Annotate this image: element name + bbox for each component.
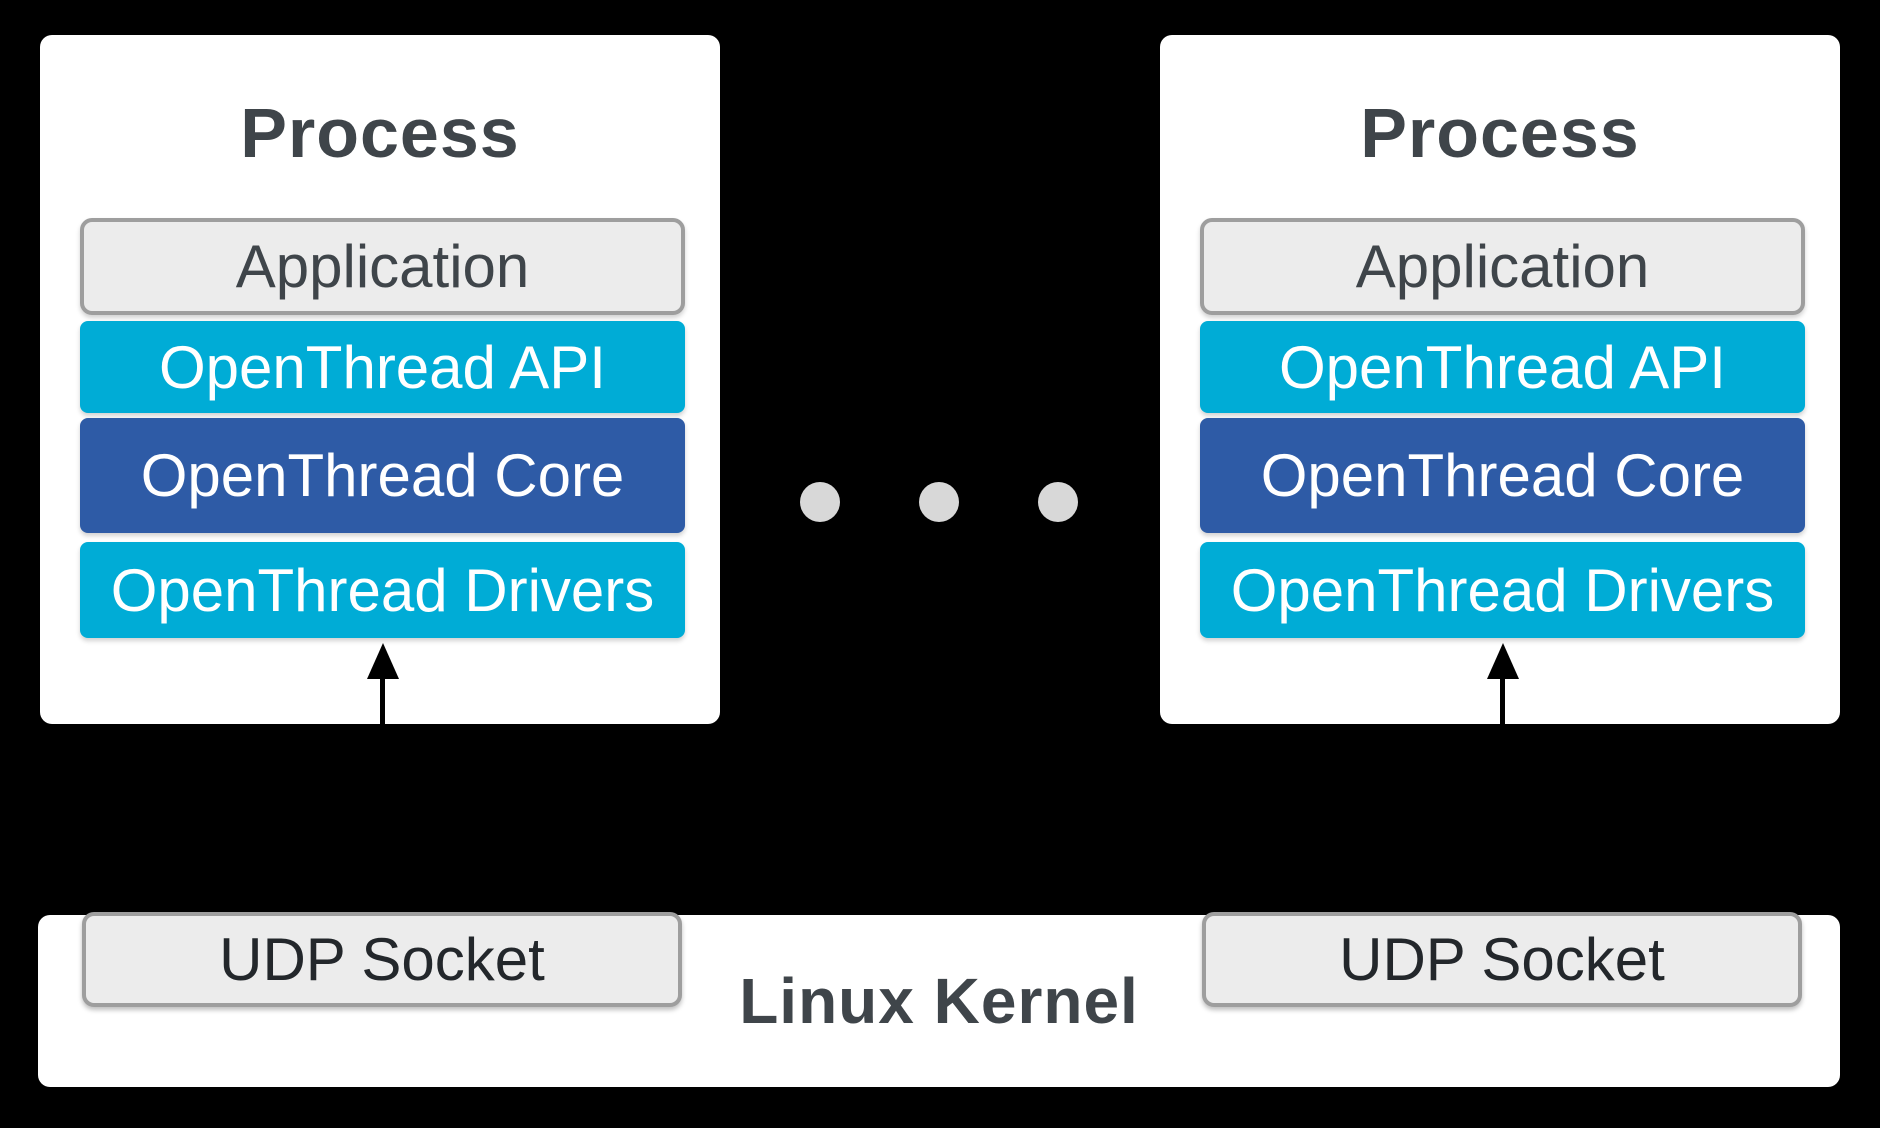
ellipsis-dot (800, 482, 840, 522)
layer-openthread-core: OpenThread Core (80, 418, 685, 533)
process-title: Process (240, 94, 520, 172)
upward-arrow-head (1487, 643, 1519, 679)
process-title: Process (1360, 94, 1640, 172)
process-card-left: Process Application OpenThread API OpenT… (40, 35, 720, 724)
process-card-right: Process Application OpenThread API OpenT… (1160, 35, 1840, 724)
layer-openthread-core: OpenThread Core (1200, 418, 1805, 533)
udp-socket-right: UDP Socket (1202, 912, 1802, 1007)
upward-arrow-line (380, 679, 385, 724)
layer-application: Application (80, 218, 685, 315)
layer-openthread-api: OpenThread API (80, 321, 685, 413)
ellipsis-dot (1038, 482, 1078, 522)
upward-arrow-head (367, 643, 399, 679)
udp-socket-left: UDP Socket (82, 912, 682, 1007)
layer-openthread-drivers: OpenThread Drivers (80, 542, 685, 638)
ellipsis-dot (919, 482, 959, 522)
layer-openthread-api: OpenThread API (1200, 321, 1805, 413)
linux-kernel-label: Linux Kernel (739, 965, 1139, 1037)
upward-arrow-line (1500, 679, 1505, 724)
layer-openthread-drivers: OpenThread Drivers (1200, 542, 1805, 638)
layer-application: Application (1200, 218, 1805, 315)
